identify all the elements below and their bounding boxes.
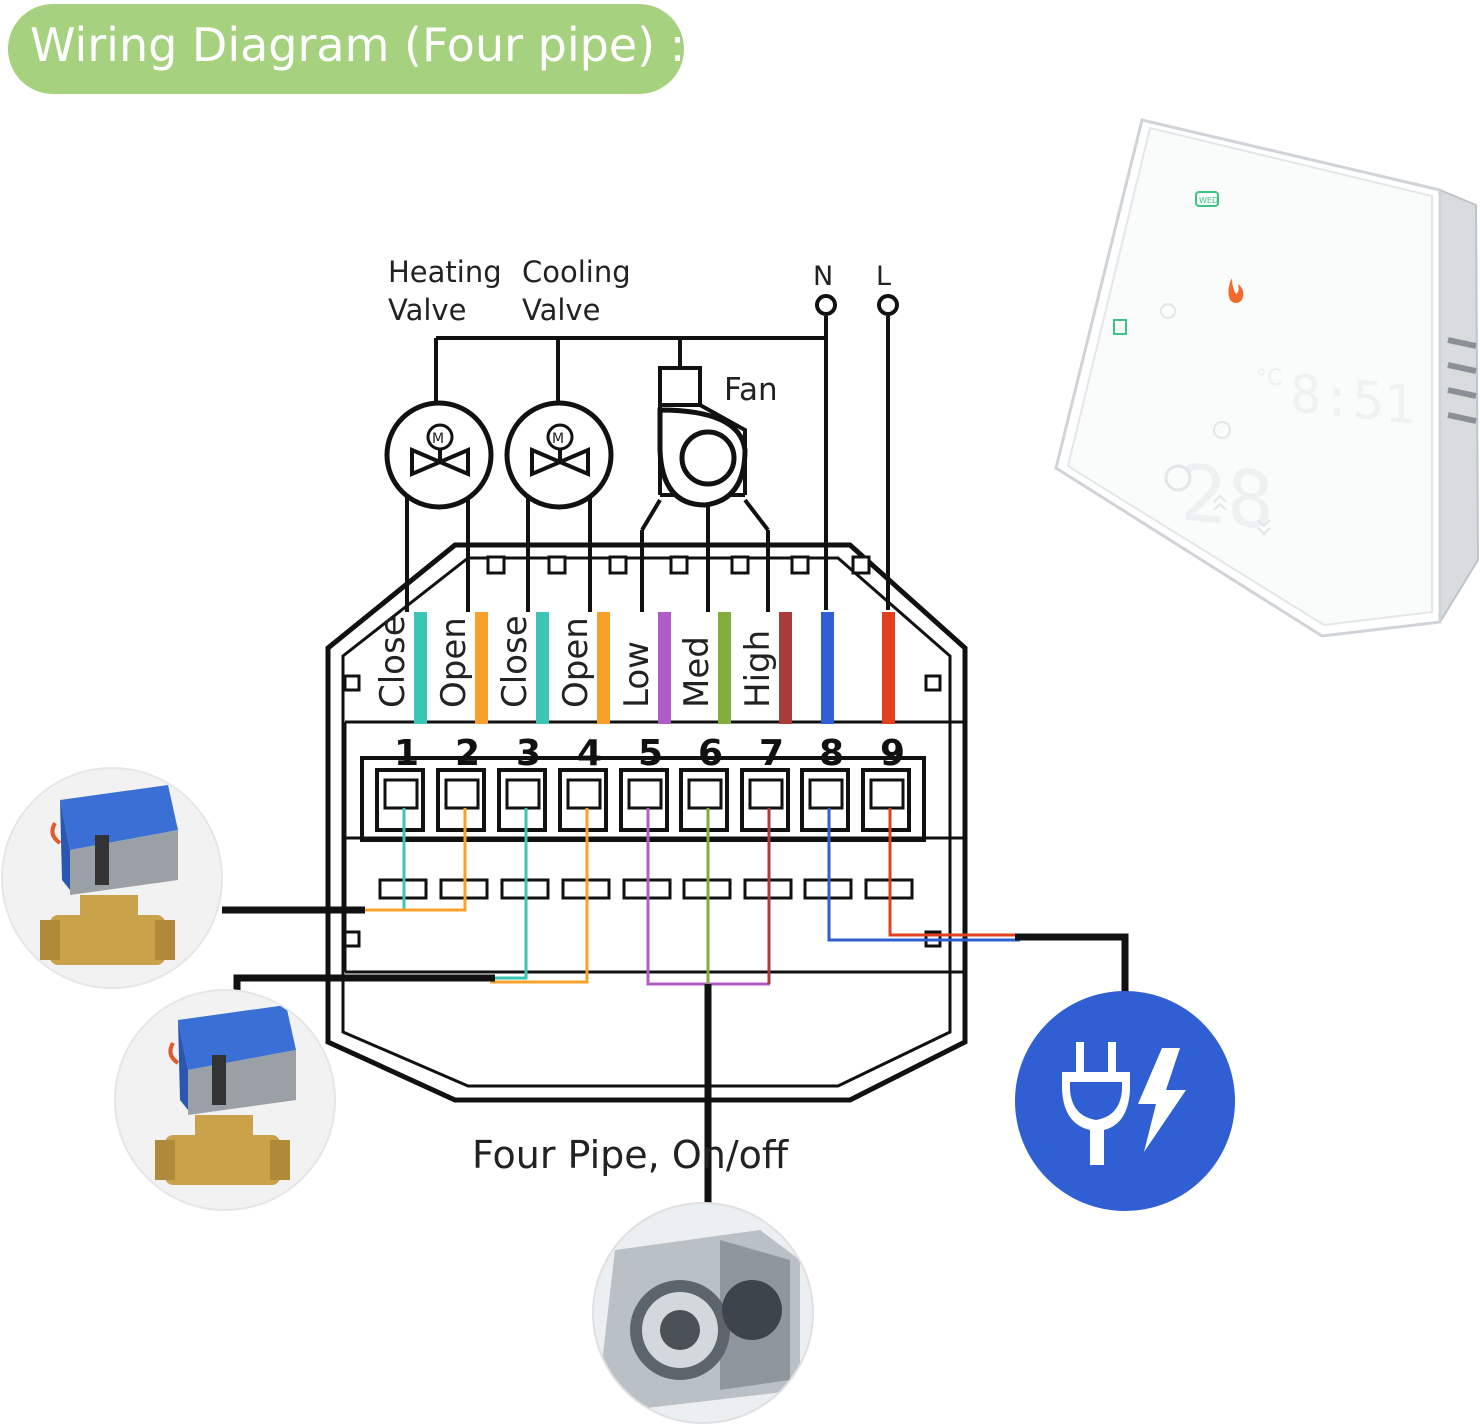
top-pin-2 [547, 555, 567, 575]
terminal-number-9: 9 [880, 733, 905, 774]
neutral-terminal-icon [815, 294, 837, 316]
cooling-valve-symbol-icon: M [504, 400, 614, 510]
terminal-label-1: Close [373, 615, 413, 708]
top-pin-6 [790, 555, 810, 575]
line-label: L [876, 261, 891, 292]
cooling-valve-label-1: Cooling [522, 255, 631, 289]
output-wires [360, 808, 1020, 986]
top-pin-4 [669, 555, 689, 575]
power-button-icon [1164, 464, 1192, 492]
top-pins [486, 555, 871, 575]
blower-fan-photo [593, 1203, 813, 1423]
device-cables [222, 906, 1129, 1205]
terminal-slot-6 [687, 778, 723, 810]
terminal-slot-5 [627, 778, 663, 810]
down-arrow-icon [1257, 519, 1271, 536]
terminal-number-3: 3 [516, 733, 541, 774]
thermostat-housing [325, 542, 968, 1103]
side-clip-left-lower [343, 930, 361, 948]
wire-stripe-7 [779, 612, 792, 724]
side-clip-left [343, 674, 361, 692]
terminal-number-4: 4 [577, 733, 602, 774]
temperature-unit: °C [1256, 366, 1282, 391]
terminal-number-5: 5 [638, 733, 663, 774]
terminal-block-frame [360, 756, 926, 842]
heating-valve-symbol-icon: M [384, 400, 494, 510]
wire-stripe-8 [821, 612, 834, 724]
terminal-slot-1 [383, 778, 419, 810]
svg-text:M: M [432, 431, 444, 447]
diagram-caption: Four Pipe, On/off [472, 1133, 789, 1177]
top-pin-3 [608, 555, 628, 575]
terminal-slot-3 [505, 778, 541, 810]
wire-stripe-6 [718, 612, 731, 724]
line-terminal-icon [877, 294, 899, 316]
title-banner: Wiring Diagram (Four pipe) : [8, 4, 686, 94]
top-pin-5 [730, 555, 750, 575]
up-arrow-icon [1213, 494, 1227, 511]
heating-valve-photo [2, 768, 222, 988]
temperature-display: 28 [1180, 447, 1274, 548]
svg-text:WED: WED [1199, 196, 1218, 205]
timer-icon [1213, 421, 1231, 439]
heating-valve-label-2: Valve [388, 293, 466, 327]
fan-label: Fan [724, 372, 778, 408]
terminal-number-1: 1 [394, 733, 419, 774]
terminal-number-7: 7 [759, 733, 784, 774]
terminal-slot-8 [808, 778, 844, 810]
terminal-slot-4 [566, 778, 602, 810]
terminal-label-4: Open [556, 617, 596, 708]
cooling-valve-photo [115, 990, 335, 1210]
clock-display: 8:51 [1290, 364, 1415, 437]
neutral-label: N [813, 261, 833, 292]
terminal-number-8: 8 [819, 733, 844, 774]
terminal-label-5: Low [617, 641, 657, 708]
thermostat-product: WED 8:51 28 °C [1054, 118, 1480, 638]
cooling-valve-label-2: Valve [522, 293, 600, 327]
wire-stripe-5 [658, 612, 671, 724]
terminal-label-7: High [738, 630, 778, 708]
top-pin-7 [851, 555, 871, 575]
terminal-number-2: 2 [455, 733, 480, 774]
terminal-label-2: Open [434, 617, 474, 708]
terminal-label-6: Med [677, 636, 717, 708]
terminal-number-6: 6 [698, 733, 723, 774]
wire-stripe-9 [882, 612, 895, 724]
heating-valve-label-1: Heating [388, 255, 502, 289]
power-plug-icon [1015, 991, 1235, 1211]
day-indicator-icon [1195, 191, 1219, 207]
title-text: Wiring Diagram (Four pipe) : [30, 18, 686, 72]
svg-text:M: M [552, 431, 564, 447]
top-pin-1 [486, 555, 506, 575]
flame-icon [1228, 278, 1244, 303]
wire-stripe-3 [536, 612, 549, 724]
side-clip-right [924, 674, 942, 692]
terminal-slot-7 [748, 778, 784, 810]
wire-stripe-4 [597, 612, 610, 724]
clock-icon [1160, 303, 1176, 319]
wire-stripe-1 [414, 612, 427, 724]
wire-stripe-2 [475, 612, 488, 724]
fan-symbol-icon [657, 407, 748, 508]
terminal-slot-2 [444, 778, 480, 810]
home-icon [1113, 319, 1127, 335]
terminal-slot-9 [869, 778, 905, 810]
terminal-label-3: Close [495, 615, 535, 708]
